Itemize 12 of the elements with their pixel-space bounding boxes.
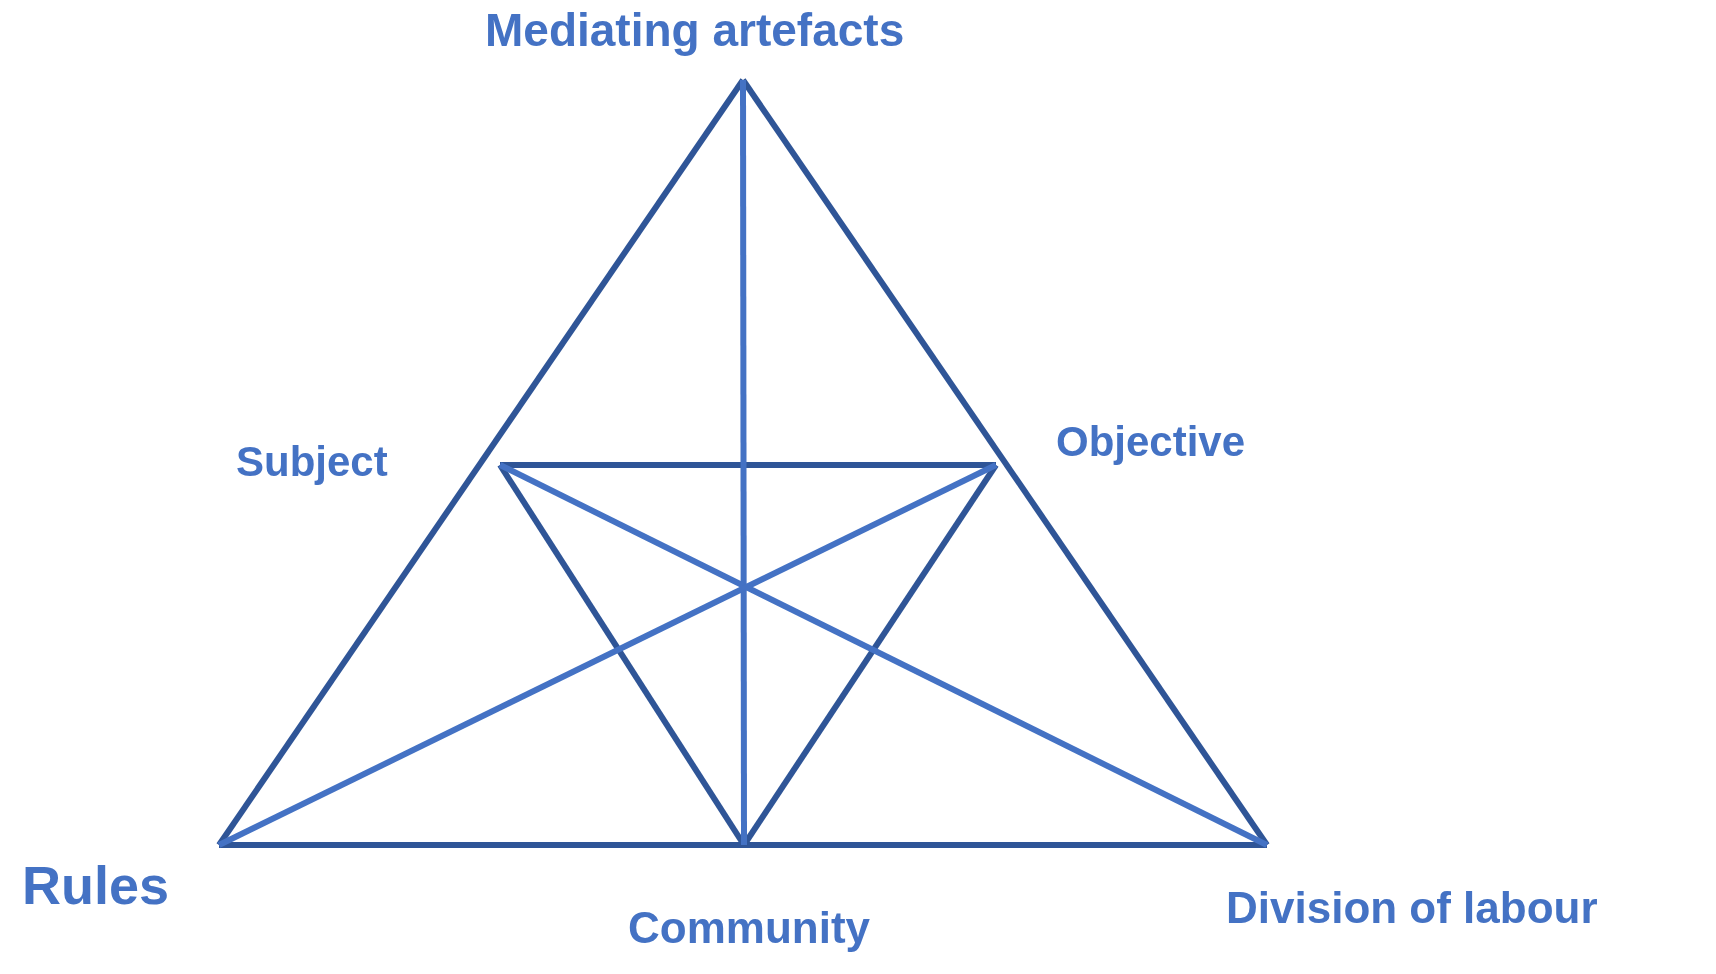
vertex-label: Objective [1056,416,1246,469]
connector-line [744,842,1267,848]
connector-line [219,842,744,848]
connector-line [498,462,1269,848]
vertex-label: Subject [236,436,388,489]
vertex-label: Mediating artefacts [485,2,905,60]
connector-line [740,80,747,845]
vertex-label: Division of labour [1226,880,1598,935]
connector-line [217,462,998,848]
vertex-label: Community [628,900,870,955]
connector-line [500,462,996,468]
vertex-label: Rules [22,852,170,920]
